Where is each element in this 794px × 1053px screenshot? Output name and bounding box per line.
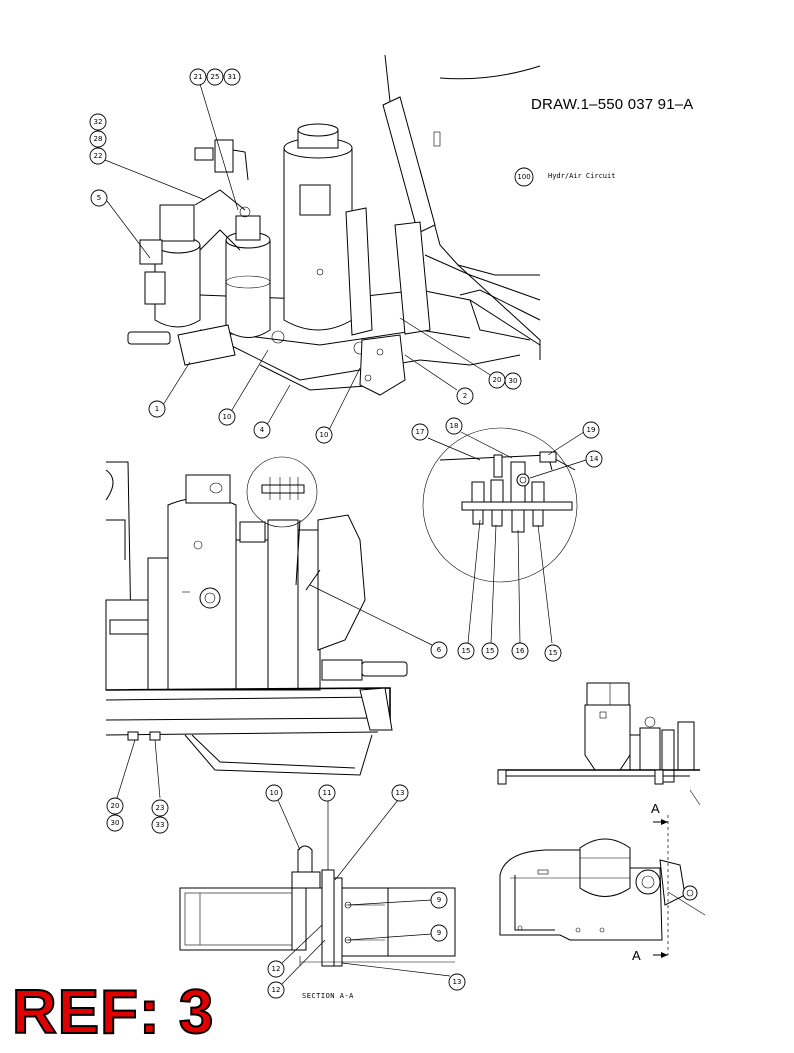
- drawing-number: DRAW.1–550 037 91–A: [531, 96, 694, 113]
- svg-text:12: 12: [272, 965, 281, 973]
- balloon: 32: [89, 113, 107, 131]
- balloon: 30: [106, 814, 124, 832]
- balloon: 20: [106, 797, 124, 815]
- side-view: [105, 456, 408, 776]
- svg-text:32: 32: [94, 118, 103, 126]
- balloon: 10: [315, 426, 333, 444]
- svg-text:4: 4: [260, 426, 265, 434]
- balloon: 12: [267, 981, 285, 999]
- svg-text:12: 12: [272, 986, 281, 994]
- svg-text:15: 15: [549, 649, 558, 657]
- balloon: 2: [456, 387, 474, 405]
- svg-text:33: 33: [156, 821, 165, 829]
- balloon: 17: [411, 423, 429, 441]
- balloon: 14: [585, 450, 603, 468]
- section-a-a: [179, 845, 456, 967]
- svg-text:15: 15: [462, 647, 471, 655]
- balloon: 15: [457, 642, 475, 660]
- balloon: 12: [267, 960, 285, 978]
- item-balloons: 21 25 31 32 28 22 5 1 10 4 10 2 20 30 17…: [89, 68, 603, 999]
- svg-text:16: 16: [516, 647, 525, 655]
- balloon: 13: [391, 784, 409, 802]
- isometric-assembly-view: [127, 54, 541, 396]
- svg-text:30: 30: [509, 377, 518, 385]
- balloon: 25: [206, 68, 224, 86]
- svg-text:1: 1: [155, 405, 159, 413]
- svg-text:5: 5: [97, 194, 101, 202]
- ref-label: REF: 3: [11, 978, 215, 1047]
- svg-text:10: 10: [270, 789, 279, 797]
- section-label: SECTION A-A: [302, 992, 354, 1000]
- balloon: 18: [445, 417, 463, 435]
- svg-text:9: 9: [437, 929, 441, 937]
- view-letter-bottom: A: [632, 948, 641, 963]
- balloon: 6: [430, 641, 448, 659]
- svg-text:10: 10: [223, 413, 232, 421]
- balloon: 9: [430, 891, 448, 909]
- small-side-view: [497, 682, 701, 806]
- balloon: 22: [89, 147, 107, 165]
- svg-text:15: 15: [486, 647, 495, 655]
- svg-text:30: 30: [111, 819, 120, 827]
- balloon: 4: [253, 421, 271, 439]
- balloon: 33: [151, 816, 169, 834]
- svg-text:20: 20: [493, 376, 502, 384]
- svg-text:2: 2: [463, 392, 467, 400]
- balloon: 20: [488, 371, 506, 389]
- balloon: 19: [582, 421, 600, 439]
- svg-text:19: 19: [587, 426, 596, 434]
- svg-text:10: 10: [320, 431, 329, 439]
- balloon: 10: [218, 408, 236, 426]
- svg-text:20: 20: [111, 802, 120, 810]
- balloon: 11: [318, 784, 336, 802]
- balloon: 1: [148, 400, 166, 418]
- view-letter-top: A: [651, 801, 660, 816]
- svg-text:21: 21: [194, 73, 203, 81]
- plan-view: [499, 815, 706, 958]
- svg-text:17: 17: [416, 428, 425, 436]
- balloon: 15: [481, 642, 499, 660]
- balloon: 15: [544, 644, 562, 662]
- svg-text:100: 100: [517, 173, 530, 181]
- svg-text:25: 25: [211, 73, 220, 81]
- balloon: 30: [504, 372, 522, 390]
- balloon: 31: [223, 68, 241, 86]
- balloon: 23: [151, 799, 169, 817]
- svg-text:13: 13: [453, 978, 462, 986]
- svg-text:13: 13: [396, 789, 405, 797]
- legend-balloon: 100: [514, 167, 534, 187]
- legend-text: Hydr/Air Circuit: [548, 172, 616, 180]
- balloon: 28: [89, 130, 107, 148]
- svg-text:28: 28: [94, 135, 103, 143]
- balloon: 10: [265, 784, 283, 802]
- balloon: 9: [430, 924, 448, 942]
- svg-text:23: 23: [156, 804, 165, 812]
- leader-lines: [104, 83, 587, 985]
- svg-text:22: 22: [94, 152, 103, 160]
- svg-text:14: 14: [590, 455, 599, 463]
- balloon: 5: [90, 189, 108, 207]
- svg-text:6: 6: [437, 646, 442, 654]
- balloon: 13: [448, 973, 466, 991]
- balloon: 16: [511, 642, 529, 660]
- svg-text:9: 9: [437, 896, 441, 904]
- balloon: 21: [189, 68, 207, 86]
- svg-text:18: 18: [450, 422, 459, 430]
- svg-text:31: 31: [228, 73, 237, 81]
- svg-text:11: 11: [323, 789, 332, 797]
